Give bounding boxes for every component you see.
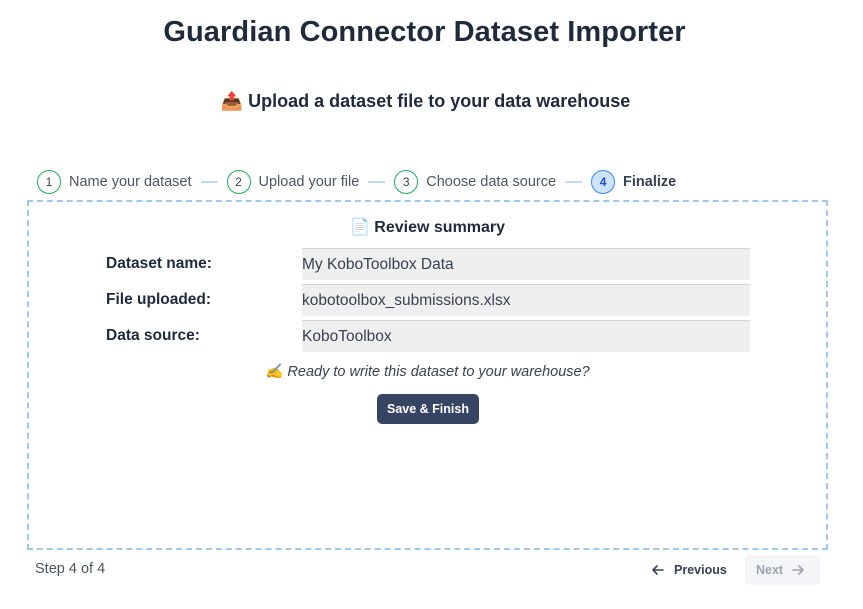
step-choose-source[interactable]: 3 Choose data source — [394, 170, 556, 194]
save-finish-button[interactable]: Save & Finish — [377, 394, 479, 424]
step-counter: Step 4 of 4 — [35, 561, 106, 577]
review-summary-title: 📄 Review summary — [349, 219, 506, 236]
step-connector — [200, 181, 218, 183]
confirm-prompt: ✍️ Ready to write this dataset to your w… — [265, 364, 590, 380]
summary-label: Dataset name: — [106, 255, 212, 272]
step-number: 1 — [37, 170, 61, 194]
stepper: 1 Name your dataset 2 Upload your file 3… — [37, 170, 676, 194]
arrow-right-icon — [791, 563, 805, 577]
next-button[interactable]: Next — [745, 555, 820, 585]
summary-row-data-source: Data source: KoboToolbox — [106, 320, 750, 352]
summary-label: Data source: — [106, 327, 200, 344]
step-number: 4 — [591, 170, 616, 194]
summary-value: My KoboToolbox Data — [302, 248, 750, 280]
step-upload-file[interactable]: 2 Upload your file — [226, 170, 360, 194]
step-label: Finalize — [623, 174, 677, 190]
summary-value: kobotoolbox_submissions.xlsx — [302, 284, 750, 316]
summary-row-file-uploaded: File uploaded: kobotoolbox_submissions.x… — [106, 284, 750, 316]
page-subtitle: 📤 Upload a dataset file to your data war… — [220, 91, 631, 111]
page-title: Guardian Connector Dataset Importer — [163, 16, 686, 48]
step-connector — [368, 181, 386, 183]
step-finalize[interactable]: 4 Finalize — [591, 170, 676, 194]
step-label: Choose data source — [426, 174, 557, 190]
next-label: Next — [756, 563, 784, 577]
summary-value: KoboToolbox — [302, 320, 750, 352]
step-label: Name your dataset — [69, 174, 192, 190]
previous-button[interactable]: Previous — [646, 555, 734, 585]
step-number: 2 — [226, 170, 251, 194]
step-connector — [565, 181, 583, 183]
arrow-left-icon — [651, 563, 665, 577]
summary-row-dataset-name: Dataset name: My KoboToolbox Data — [106, 248, 750, 280]
step-name-dataset[interactable]: 1 Name your dataset — [37, 170, 192, 194]
summary-label: File uploaded: — [106, 291, 212, 308]
step-label: Upload your file — [258, 174, 360, 190]
step-number: 3 — [394, 170, 419, 194]
previous-label: Previous — [674, 563, 727, 577]
review-panel: 📄 Review summary Dataset name: My KoboTo… — [27, 200, 828, 550]
